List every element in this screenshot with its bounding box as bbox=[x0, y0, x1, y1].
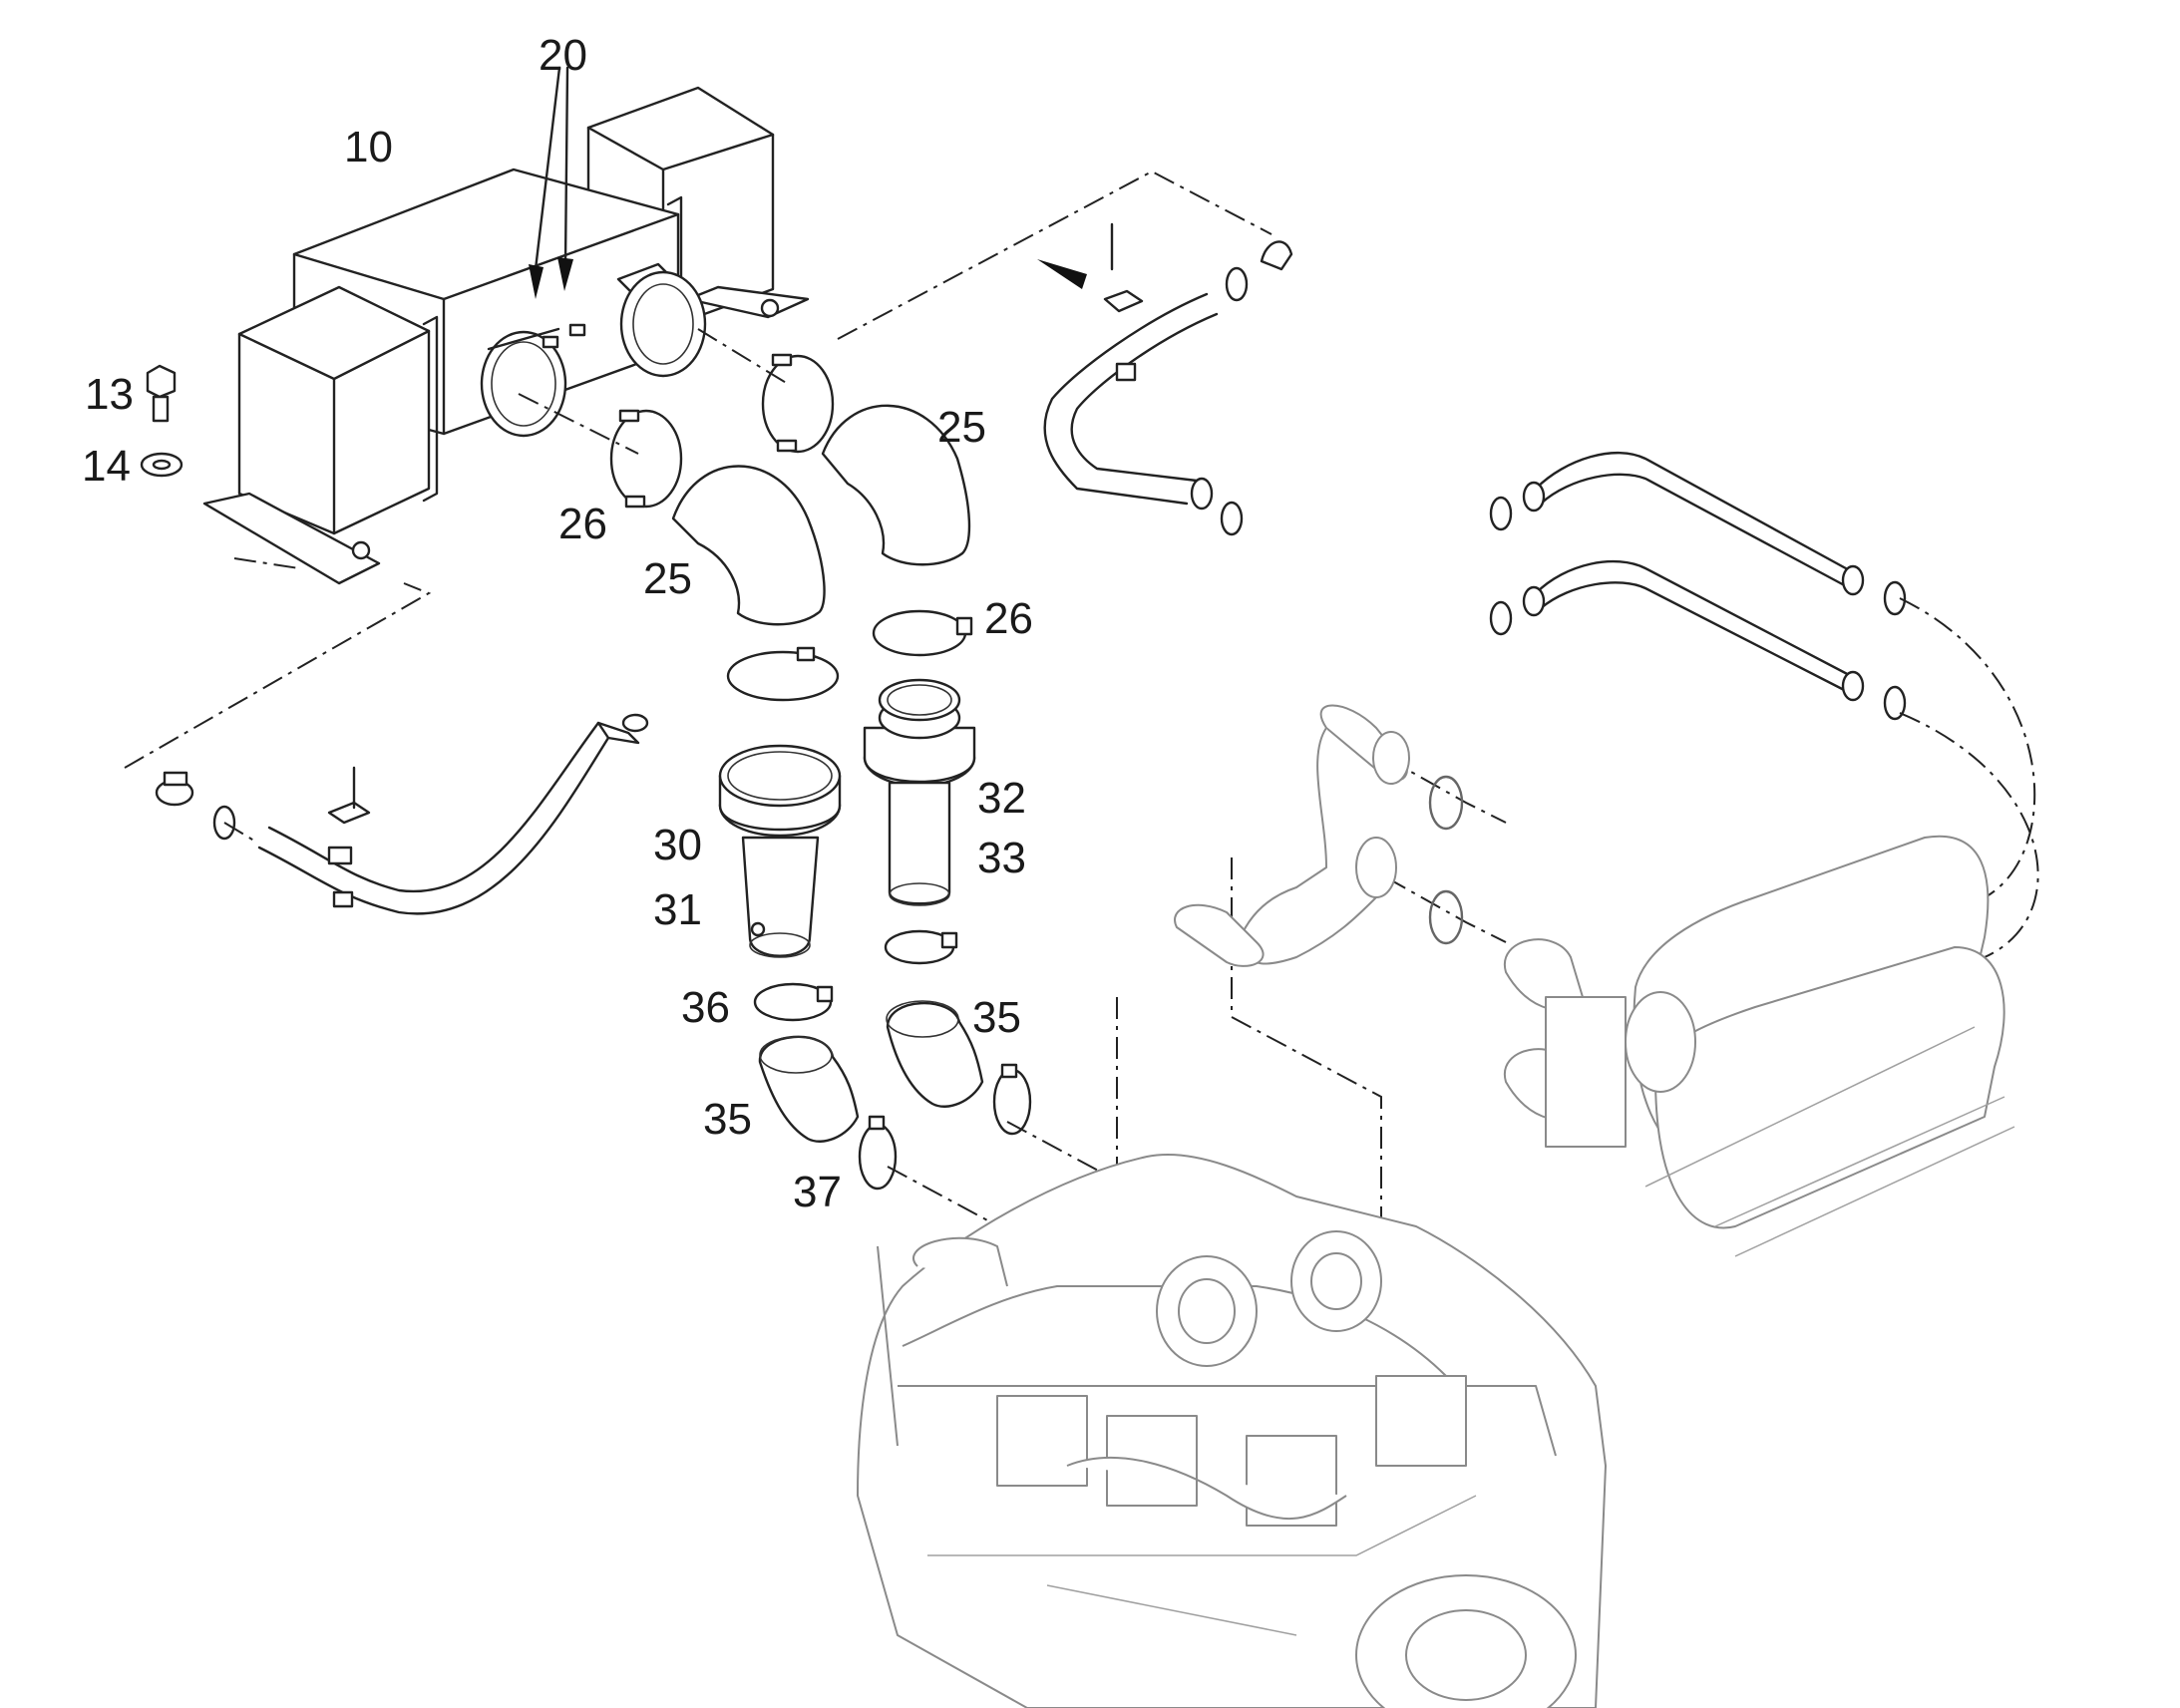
callout-32: 32 bbox=[977, 774, 1026, 823]
breather-hose-right[interactable] bbox=[1037, 222, 1293, 536]
exhaust-silencer-ghost bbox=[1503, 835, 2015, 1257]
clamp-part-37[interactable] bbox=[858, 1115, 898, 1191]
clamp-part-26-lower-right[interactable] bbox=[872, 609, 973, 657]
leader-arrows-20 bbox=[529, 66, 573, 299]
clamp-lower-left[interactable] bbox=[726, 646, 840, 702]
clamp-part-36[interactable] bbox=[753, 982, 834, 1022]
callout-35-left: 35 bbox=[703, 1095, 752, 1144]
engine-block-ghost bbox=[857, 1154, 1607, 1708]
intake-pipe-part-32-33[interactable] bbox=[863, 678, 976, 906]
elbow-part-35-right[interactable] bbox=[886, 1000, 984, 1108]
breather-hose-left[interactable] bbox=[155, 713, 649, 915]
clamp-right-lower[interactable] bbox=[992, 1063, 1032, 1136]
callout-14: 14 bbox=[82, 442, 131, 491]
callout-20: 20 bbox=[539, 31, 587, 80]
callout-31: 31 bbox=[653, 885, 702, 934]
callout-35-right: 35 bbox=[972, 993, 1021, 1042]
callout-13: 13 bbox=[85, 370, 134, 419]
callout-10: 10 bbox=[344, 123, 393, 171]
callout-26-right: 26 bbox=[984, 594, 1033, 643]
callout-25-left: 25 bbox=[643, 554, 692, 603]
bolt-part-13[interactable] bbox=[146, 364, 177, 423]
callout-33: 33 bbox=[977, 834, 1026, 882]
clamp-part-26-upper-left[interactable] bbox=[609, 409, 683, 509]
callout-37: 37 bbox=[793, 1168, 842, 1216]
elbow-part-25-left[interactable] bbox=[671, 465, 826, 626]
exhaust-y-pipe-ghost bbox=[1174, 704, 1464, 967]
coolant-hose-upper[interactable] bbox=[1489, 451, 1907, 616]
clamp-part-26-upper-right[interactable] bbox=[761, 353, 835, 454]
washer-part-14[interactable] bbox=[140, 452, 183, 478]
clamp-upper-right-35[interactable] bbox=[884, 929, 958, 965]
intake-pipe-part-30-31[interactable] bbox=[718, 744, 842, 958]
air-filter-housing[interactable] bbox=[202, 86, 810, 585]
callout-30: 30 bbox=[653, 821, 702, 869]
elbow-part-25-right[interactable] bbox=[821, 404, 971, 566]
elbow-part-35-left[interactable] bbox=[758, 1035, 860, 1143]
callout-36: 36 bbox=[681, 983, 730, 1032]
callout-25-right: 25 bbox=[937, 403, 986, 452]
coolant-hose-lower[interactable] bbox=[1489, 559, 1907, 721]
callout-26-left: 26 bbox=[558, 500, 607, 548]
